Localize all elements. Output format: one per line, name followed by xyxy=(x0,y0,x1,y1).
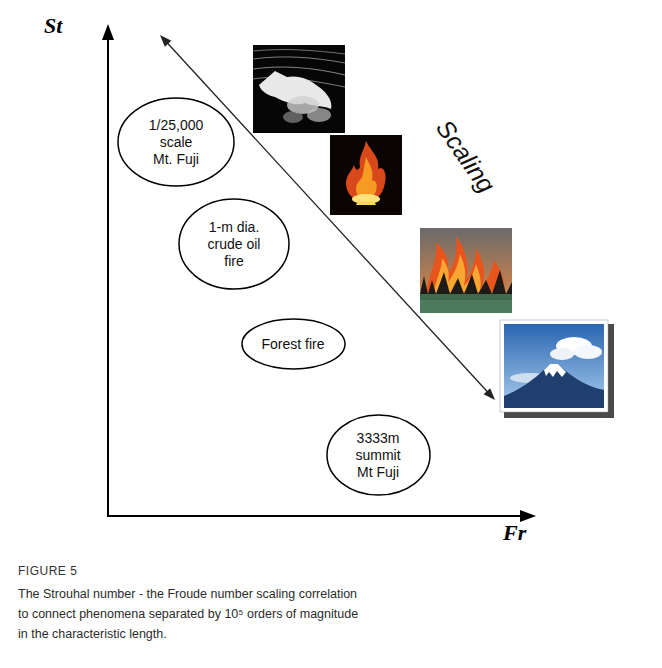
node-text-box: 3333m summit Mt Fuji xyxy=(326,414,431,496)
mt-fuji-photo-part xyxy=(504,324,604,408)
y-axis-part xyxy=(107,38,109,517)
pool-fire-photo-part xyxy=(330,135,402,215)
mt-fuji-photo-part xyxy=(504,324,614,418)
figure-number: FIGURE 5 xyxy=(18,563,77,579)
model-flow-photo-part xyxy=(253,45,345,133)
model-flow-photo-part xyxy=(283,111,303,123)
mt-fuji-photo-part xyxy=(574,345,602,359)
scaling-arrow-part xyxy=(484,388,495,400)
ellipse-shape xyxy=(242,319,345,369)
node-text: Forest fire xyxy=(261,336,324,353)
mt-fuji-photo-part xyxy=(544,364,566,377)
model-flow-photo-part xyxy=(253,67,345,75)
ellipse-shape xyxy=(118,98,234,186)
ellipse-shape xyxy=(179,199,289,289)
ellipse-node: 1-m dia. crude oil fire xyxy=(178,198,290,290)
forest-fire-photo-part xyxy=(420,294,512,313)
node-text: 1-m dia. crude oil fire xyxy=(202,219,266,270)
node-text: 1/25,000 scale Mt. Fuji xyxy=(149,117,204,168)
x-axis-part xyxy=(107,515,522,517)
scaling-arrow xyxy=(160,35,495,400)
node-text: 3333m summit Mt Fuji xyxy=(352,430,404,481)
mt-fuji-photo-part xyxy=(504,364,604,408)
model-flow-photo-part xyxy=(253,57,345,63)
ellipse-node: 3333m summit Mt Fuji xyxy=(326,414,431,496)
model-flow-photo xyxy=(253,45,345,133)
forest-fire-photo-part xyxy=(420,270,512,296)
node-text-box: 1/25,000 scale Mt. Fuji xyxy=(117,97,235,187)
scaling-arrow-part xyxy=(160,35,171,47)
forest-fire-photo-part xyxy=(420,300,512,313)
mt-fuji-photo-part xyxy=(500,320,608,412)
ellipse-node: Forest fire xyxy=(241,318,346,370)
ellipse-shape xyxy=(327,415,430,495)
y-axis xyxy=(102,24,114,517)
forest-fire-photo-part xyxy=(420,228,512,313)
pool-fire-photo xyxy=(330,135,402,215)
mt-fuji-photo-part xyxy=(550,348,574,360)
node-text-box: 1-m dia. crude oil fire xyxy=(178,198,290,290)
node-text-box: Forest fire xyxy=(241,318,346,370)
axis-label: Fr xyxy=(503,521,526,545)
ellipse-node: 1/25,000 scale Mt. Fuji xyxy=(117,97,235,187)
pool-fire-photo-part xyxy=(356,201,376,205)
figure-caption: The Strouhal number - the Froude number … xyxy=(18,584,363,644)
scaling-arrow-part xyxy=(166,42,489,394)
pool-fire-photo-part xyxy=(352,194,380,204)
mt-fuji-photo xyxy=(500,320,614,418)
model-flow-photo-part xyxy=(307,108,331,122)
pool-fire-photo-part xyxy=(346,141,386,201)
forest-fire-photo-part xyxy=(426,236,505,292)
axis-label: St xyxy=(44,14,62,38)
forest-fire-photo xyxy=(420,228,512,313)
x-axis xyxy=(107,510,536,522)
y-axis-part xyxy=(102,24,114,40)
model-flow-photo-part xyxy=(253,50,345,54)
pool-fire-photo-part xyxy=(356,157,377,199)
scaling-label: Scaling xyxy=(431,114,501,197)
